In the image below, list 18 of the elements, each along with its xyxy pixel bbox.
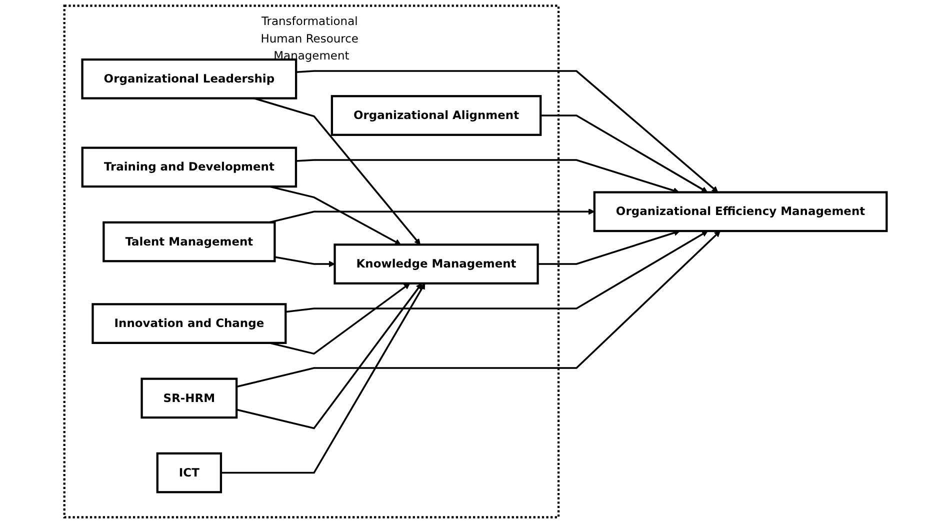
arrow <box>220 283 426 474</box>
arrow <box>286 230 708 313</box>
node-box: Organizational Alignment <box>330 95 542 136</box>
arrow <box>296 70 718 193</box>
node-box: Talent Management <box>102 221 276 262</box>
node-box: ICT <box>156 452 222 494</box>
node-box: Innovation and Change <box>92 303 287 344</box>
arrow <box>274 256 336 268</box>
node-box: Organizational Efficiency Management <box>593 191 888 232</box>
node-box: Training and Development <box>81 146 298 188</box>
node-box: Knowledge Management <box>334 244 539 284</box>
node-box: Organizational Leadership <box>81 58 298 100</box>
arrow <box>254 97 421 245</box>
arrow <box>540 114 708 193</box>
node-box: SR-HRM <box>140 378 238 419</box>
arrow <box>236 230 720 388</box>
arrow <box>269 208 595 224</box>
arrow <box>236 283 422 430</box>
